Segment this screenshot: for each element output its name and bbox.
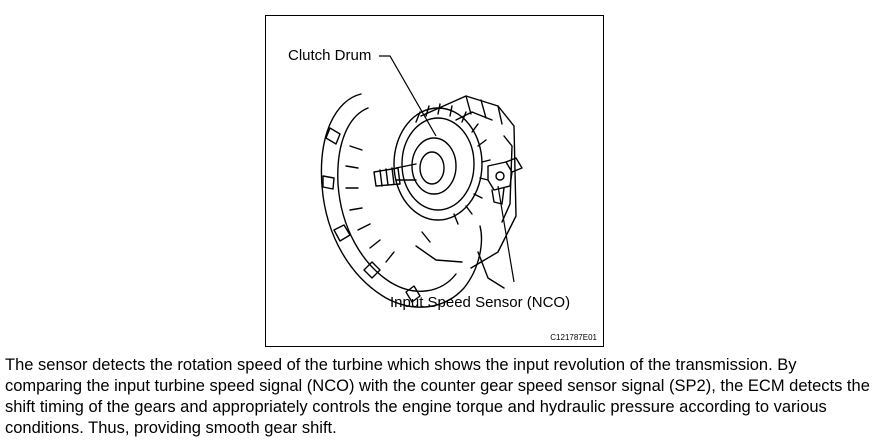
clutch-drum-label: Clutch Drum <box>288 47 372 64</box>
transmission-illustration <box>320 55 523 308</box>
figure-frame: Clutch Drum Input Speed Sensor (NCO) C12… <box>265 15 604 347</box>
figure-code: C121787E01 <box>550 333 597 342</box>
input-speed-sensor-label: Input Speed Sensor (NCO) <box>390 294 571 311</box>
description-paragraph: The sensor detects the rotation speed of… <box>5 356 870 437</box>
